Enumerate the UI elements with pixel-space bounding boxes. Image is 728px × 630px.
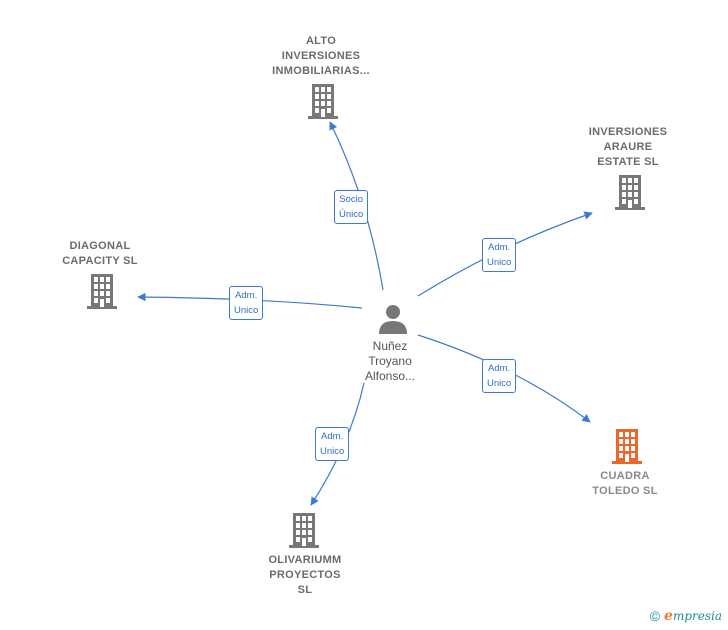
company-diagonal-line-1: DIAGONAL (69, 240, 131, 252)
company-label-diagonal[interactable]: DIAGONAL CAPACITY SL (35, 239, 165, 269)
company-araure-line-3: ESTATE SL (597, 156, 659, 168)
person-name-line-2: Troyano (368, 354, 412, 368)
relation-badge-olivariumm[interactable]: Adm. Unico (315, 427, 350, 461)
company-label-cuadra[interactable]: CUADRA TOLEDO SL (560, 469, 690, 499)
building-icon[interactable] (86, 274, 118, 315)
building-icon[interactable] (307, 84, 339, 125)
company-alto-line-3: INMOBILIARIAS... (272, 65, 370, 77)
relation-alto-line-2: Único (339, 209, 364, 220)
person-name-line-3: Alfonso... (364, 369, 416, 383)
relation-cuadra-line-1: Adm. (488, 363, 511, 374)
company-araure-line-2: ARAURE (603, 141, 653, 153)
company-olivariumm-line-1: OLIVARIUMM (268, 554, 342, 566)
building-icon[interactable] (288, 513, 320, 554)
relation-diagonal-line-1: Adm. (235, 290, 258, 301)
copyright-notice: © empresia (650, 608, 722, 624)
copyright-symbol: © (649, 608, 661, 624)
relation-badge-araure[interactable]: Adm. Unico (482, 238, 517, 272)
relation-olivariumm-line-1: Adm. (321, 431, 344, 442)
company-cuadra-line-2: TOLEDO SL (592, 485, 658, 497)
company-diagonal-line-2: CAPACITY SL (62, 255, 138, 267)
person-icon[interactable] (377, 302, 409, 339)
relation-araure-line-2: Unico (487, 257, 512, 268)
relation-araure-line-1: Adm. (488, 242, 511, 253)
relation-alto-line-1: Socio (339, 194, 364, 205)
relation-olivariumm-line-2: Unico (320, 446, 345, 457)
relation-badge-cuadra[interactable]: Adm. Unico (482, 359, 517, 393)
relation-cuadra-line-2: Unico (487, 378, 512, 389)
brand-name: mpresia (672, 609, 722, 623)
person-label[interactable]: Nuñez Troyano Alfonso... (335, 339, 445, 384)
building-icon[interactable] (614, 175, 646, 216)
brand-logo[interactable]: empresia (664, 608, 722, 624)
company-araure-line-1: INVERSIONES (588, 126, 668, 138)
company-olivariumm-line-2: PROYECTOS (269, 569, 341, 581)
building-icon[interactable] (611, 429, 643, 470)
company-label-araure[interactable]: INVERSIONES ARAURE ESTATE SL (563, 125, 693, 170)
company-olivariumm-line-3: SL (297, 584, 313, 596)
company-label-alto[interactable]: ALTO INVERSIONES INMOBILIARIAS... (256, 34, 386, 79)
relation-diagonal-line-2: Unico (234, 305, 259, 316)
company-label-olivariumm[interactable]: OLIVARIUMM PROYECTOS SL (240, 553, 370, 598)
brand-initial: e (664, 608, 673, 624)
relation-badge-diagonal[interactable]: Adm. Unico (229, 286, 264, 320)
company-cuadra-line-1: CUADRA (600, 470, 650, 482)
person-name-line-1: Nuñez (372, 339, 408, 353)
relation-badge-alto[interactable]: Socio Único (334, 190, 369, 224)
company-alto-line-2: INVERSIONES (281, 50, 361, 62)
company-alto-line-1: ALTO (305, 35, 337, 47)
